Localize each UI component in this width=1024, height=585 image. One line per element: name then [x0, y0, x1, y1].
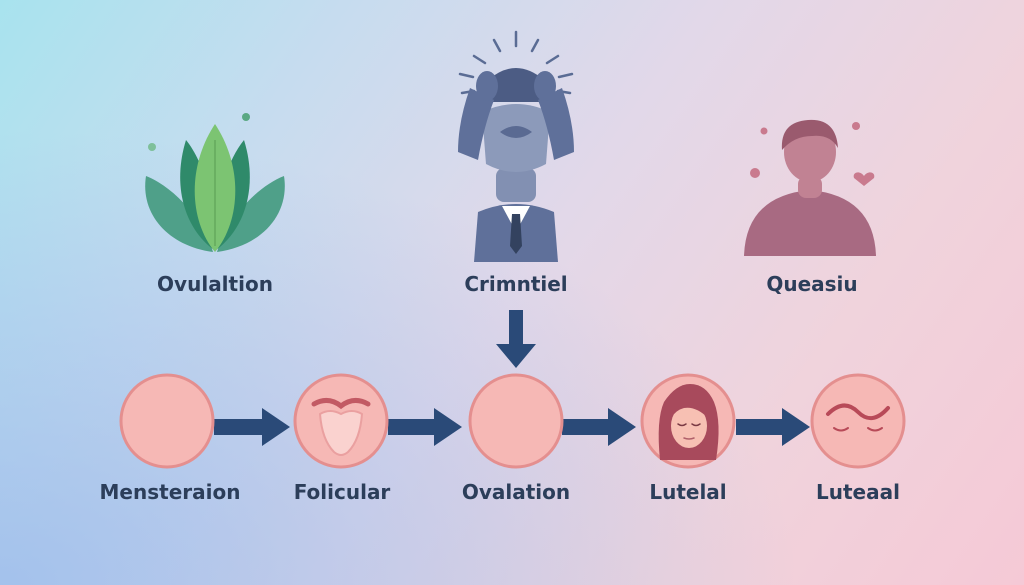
right-arrow-2: [388, 408, 462, 446]
stage-circle-menstruation: [119, 373, 215, 469]
right-arrow-3: [562, 408, 636, 446]
person-with-hearts-icon: [744, 119, 876, 256]
stage-circle-luteal: [640, 373, 736, 469]
right-arrow-1: [214, 408, 290, 446]
top-label-crimntiel: Crimntiel: [464, 272, 568, 296]
top-label-queasiu: Queasiu: [766, 272, 858, 296]
stage-circle-follicular: [293, 373, 389, 469]
uterus-icon: [311, 398, 371, 456]
down-arrow: [496, 310, 536, 368]
stage-circle-luteal-late: [810, 373, 906, 469]
stressed-person-icon: [458, 30, 574, 262]
stage-label-luteal-late: Luteaal: [816, 480, 900, 504]
stage-circle-ovulation: [468, 373, 564, 469]
stage-label-follicular: Folicular: [293, 480, 391, 504]
woman-face-icon: [658, 384, 719, 460]
stage-label-ovulation: Ovalation: [461, 480, 571, 504]
wave-lines-icon: [826, 403, 890, 432]
stage-label-menstruation: Mensteraion: [99, 480, 241, 504]
stage-label-luteal: Lutelal: [649, 480, 727, 504]
top-label-ovulation: Ovulaltion: [157, 272, 273, 296]
leaf-cluster-icon: [145, 113, 285, 252]
right-arrow-4: [736, 408, 810, 446]
